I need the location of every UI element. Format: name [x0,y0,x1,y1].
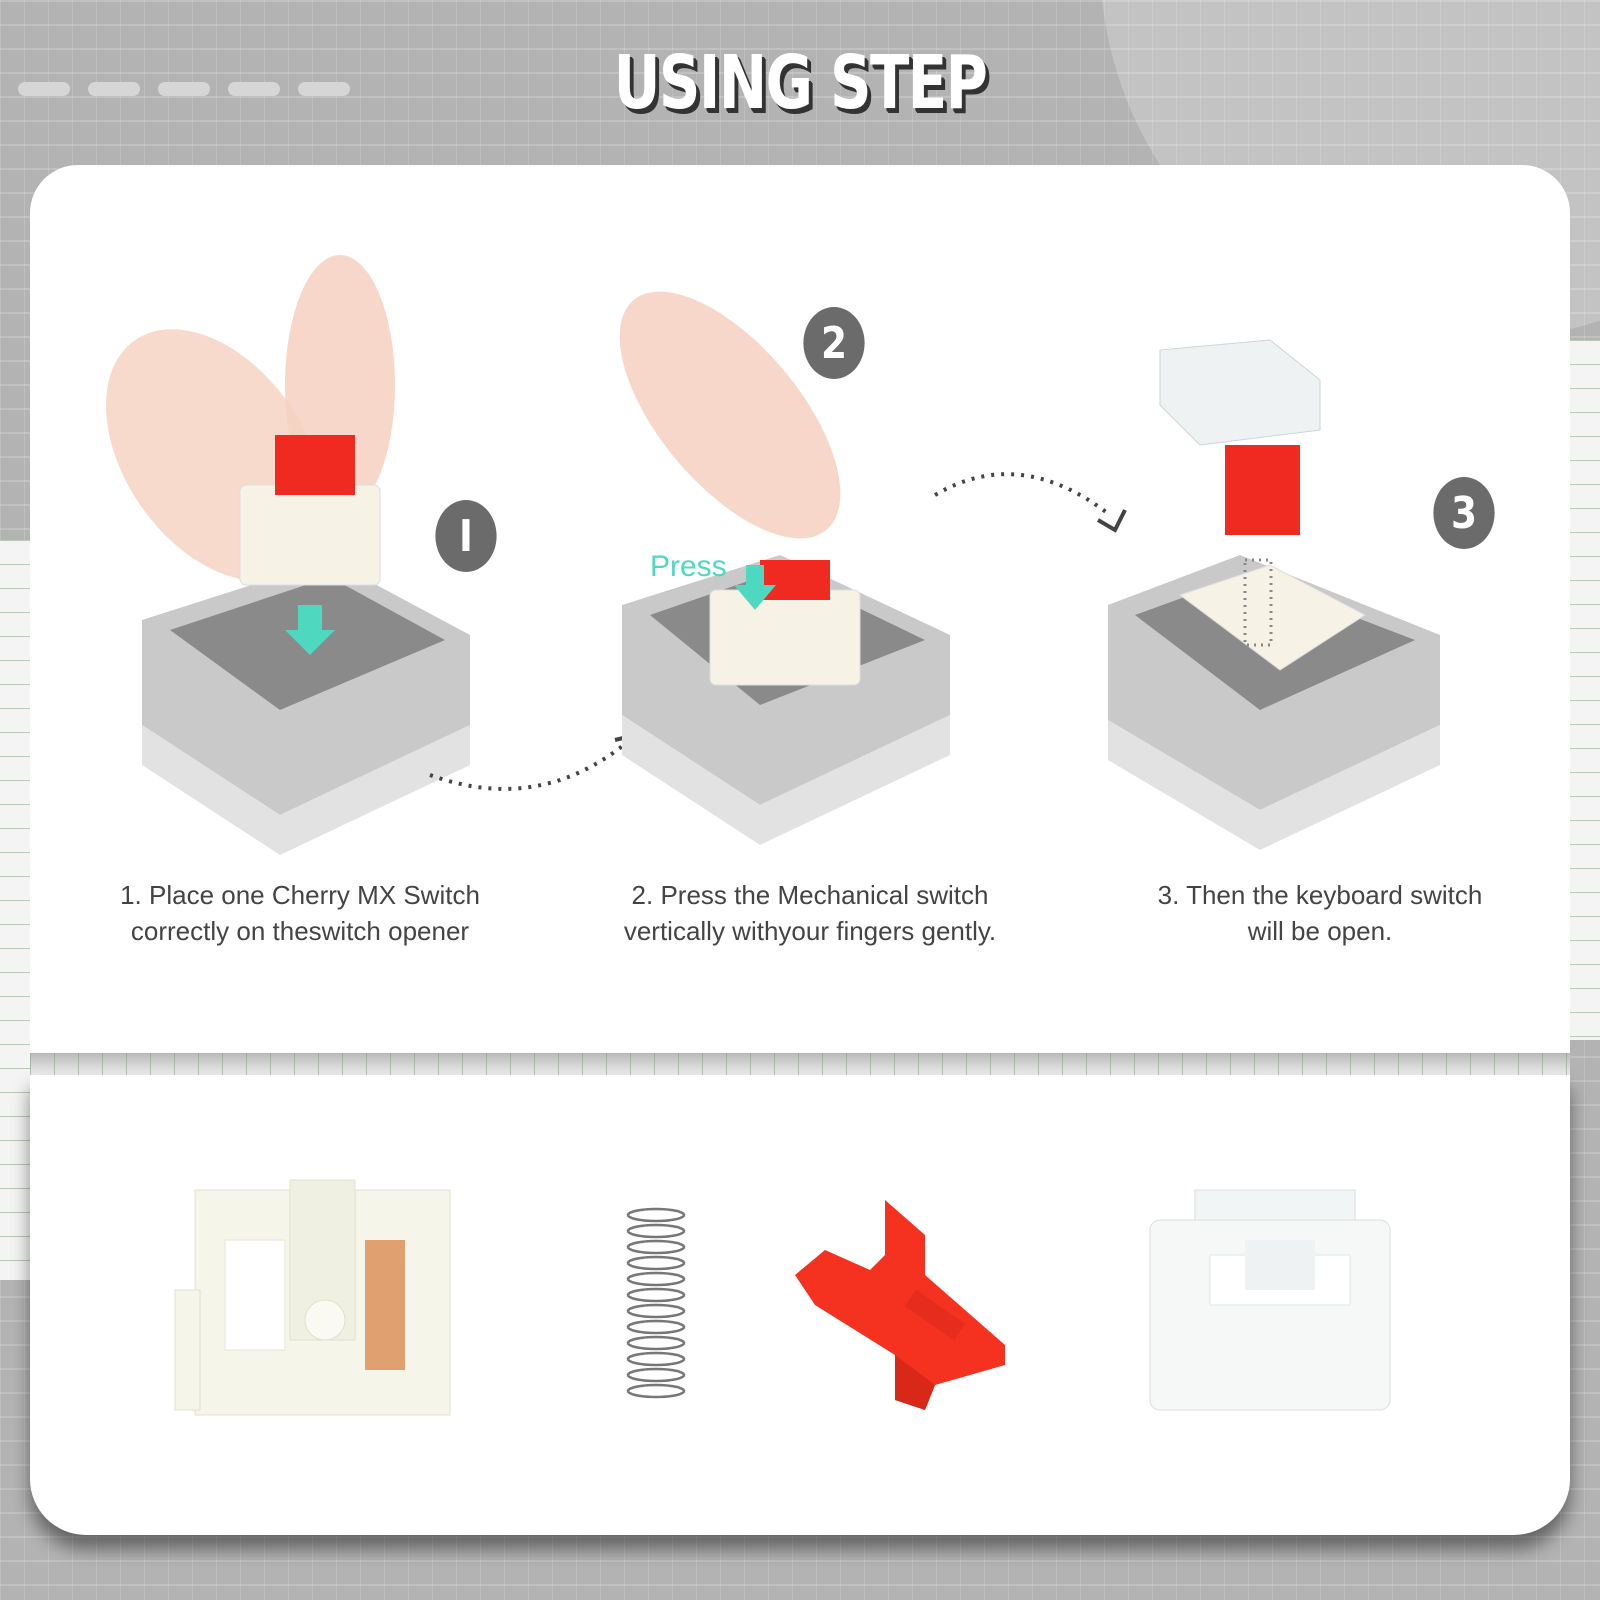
stem-image [795,1200,1005,1410]
section-divider [30,1053,1570,1075]
step-1-caption-line2: correctly on theswitch opener [130,916,470,946]
step-2-caption-line1: 2. Press the Mechanical switch [631,880,989,910]
step-2-illustration [619,291,1127,845]
step-2-badge: 2 [803,307,865,379]
bottom-housing-image [174,1179,451,1416]
step-3-caption-line2: will be open. [1247,916,1393,946]
dash [158,82,210,96]
step-2: Press 2 2. Press the Mechanical switch v… [550,165,1127,946]
top-housing-image [1149,1189,1391,1411]
step-3: 3 3. Then the keyboard switch will be op… [1070,165,1570,946]
dash [18,82,70,96]
step-3-caption-line1: 3. Then the keyboard switch [1157,880,1483,910]
dash [88,82,140,96]
steps-card: I 1. Place one Cherry MX Switch correctl… [30,165,1570,1053]
step-1-caption: 1. Place one Cherry MX Switch correctly … [40,877,560,949]
press-annotation: Press [650,550,727,583]
step-2-caption-line2: vertically withyour fingers gently. [623,916,997,946]
decorative-dashes [18,82,350,96]
step-1-illustration [105,255,637,855]
left-grid-strip [0,540,30,1280]
step-3-illustration [1108,339,1440,850]
step-2-caption: 2. Press the Mechanical switch verticall… [550,877,1070,949]
step-3-badge: 3 [1433,477,1495,549]
spring-image [626,1207,686,1399]
step-1-badge: I [435,500,497,572]
page-title: USING STEP [613,40,988,126]
right-grid-strip [1570,340,1600,1040]
parts-card [30,1075,1570,1535]
step-3-caption: 3. Then the keyboard switch will be open… [1060,877,1580,949]
dash [228,82,280,96]
dash [298,82,350,96]
step-1-caption-line1: 1. Place one Cherry MX Switch [120,880,480,910]
step-1: I 1. Place one Cherry MX Switch correctl… [30,165,637,946]
